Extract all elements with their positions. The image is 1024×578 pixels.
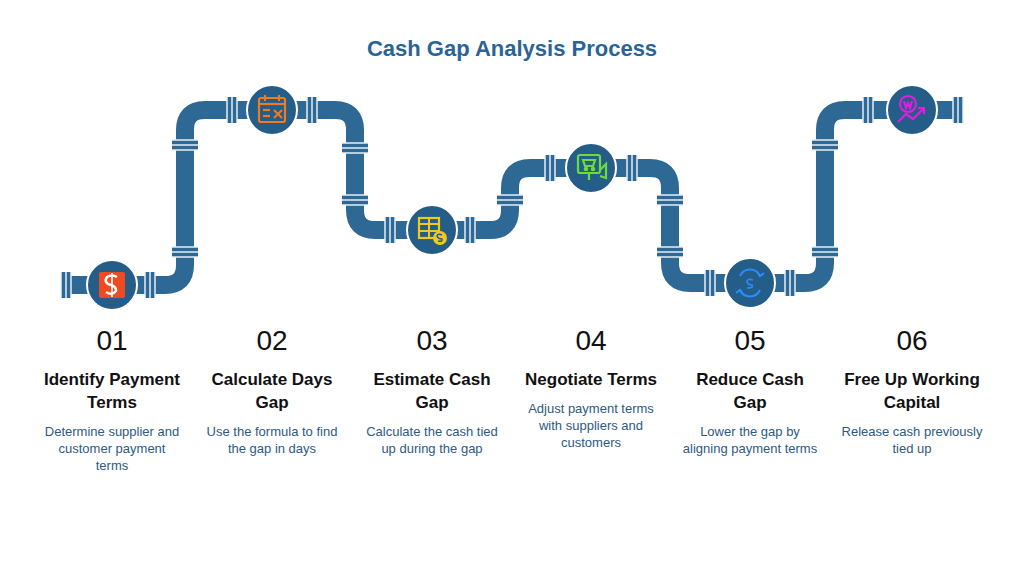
- step-description: Calculate the cash tied up during the ga…: [361, 423, 503, 457]
- step-heading: Free Up Working Capital: [841, 369, 983, 415]
- process-step: 05Reduce Cash GapLower the gap by aligni…: [675, 326, 825, 457]
- step-heading: Calculate Days Gap: [201, 369, 343, 415]
- icon-capital: [898, 96, 924, 122]
- step-heading: Reduce Cash Gap: [679, 369, 821, 415]
- step-description: Lower the gap by aligning payment terms: [679, 423, 821, 457]
- icon-calendar: [259, 95, 285, 122]
- step-description: Adjust payment terms with suppliers and …: [520, 400, 662, 451]
- step-number: 03: [361, 326, 503, 357]
- icon-reduce: [736, 270, 764, 297]
- step-description: Determine supplier and customer payment …: [41, 423, 183, 474]
- icon-payment: [99, 272, 125, 298]
- icon-negotiate: [578, 155, 606, 180]
- step-heading: Estimate Cash Gap: [361, 369, 503, 415]
- diagram-title: Cash Gap Analysis Process: [0, 36, 1024, 62]
- step-description: Use the formula to find the gap in days: [201, 423, 343, 457]
- step-icons: [87, 85, 937, 310]
- step-number: 02: [201, 326, 343, 357]
- process-step: 03Estimate Cash GapCalculate the cash ti…: [357, 326, 507, 457]
- step-description: Release cash previously tied up: [841, 423, 983, 457]
- process-step: 02Calculate Days GapUse the formula to f…: [197, 326, 347, 457]
- step-number: 05: [679, 326, 821, 357]
- step-heading: Identify Payment Terms: [41, 369, 183, 415]
- process-step: 06Free Up Working CapitalRelease cash pr…: [837, 326, 987, 457]
- pipe-joints: [61, 97, 963, 298]
- step-number: 04: [520, 326, 662, 357]
- step-number: 06: [841, 326, 983, 357]
- pipe: [62, 110, 962, 285]
- step-heading: Negotiate Terms: [520, 369, 662, 392]
- process-step: 01Identify Payment TermsDetermine suppli…: [37, 326, 187, 474]
- process-step: 04Negotiate TermsAdjust payment terms wi…: [516, 326, 666, 451]
- icon-cash-table: [419, 218, 447, 245]
- step-number: 01: [41, 326, 183, 357]
